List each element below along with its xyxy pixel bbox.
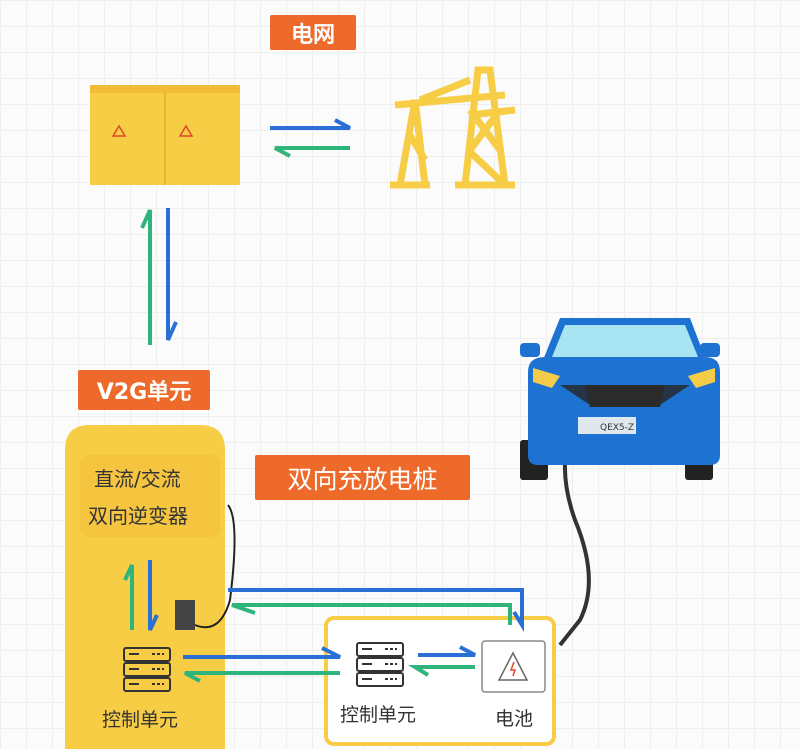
transformer-v2g-arrows [140, 208, 178, 345]
control-unit-left-label: 控制单元 [102, 709, 179, 731]
power-tower-icon [390, 66, 516, 189]
bidirectional-pile-label: 双向充放电桩 [255, 455, 470, 500]
inverter-box [80, 455, 220, 537]
server-icon-right [356, 642, 404, 687]
grid-label: 电网 [270, 15, 356, 50]
v2g-unit-label: V2G单元 [78, 370, 210, 410]
license-plate: QEX5-Z [600, 423, 634, 433]
inverter-label-line1: 直流/交流 [94, 467, 181, 491]
electric-car-icon: QEX5-Z [520, 318, 720, 480]
battery-icon [481, 640, 546, 693]
battery-label: 电池 [495, 708, 534, 730]
server-icon-left [123, 647, 171, 692]
control-link-arrows [183, 588, 524, 683]
transformer-box-icon [90, 85, 240, 185]
grid-exchange-arrows [270, 118, 351, 158]
charging-port-icon [175, 600, 195, 630]
charger-cord [194, 504, 236, 629]
control-unit-right-label: 控制单元 [340, 704, 417, 726]
inverter-label-line2: 双向逆变器 [88, 504, 188, 528]
